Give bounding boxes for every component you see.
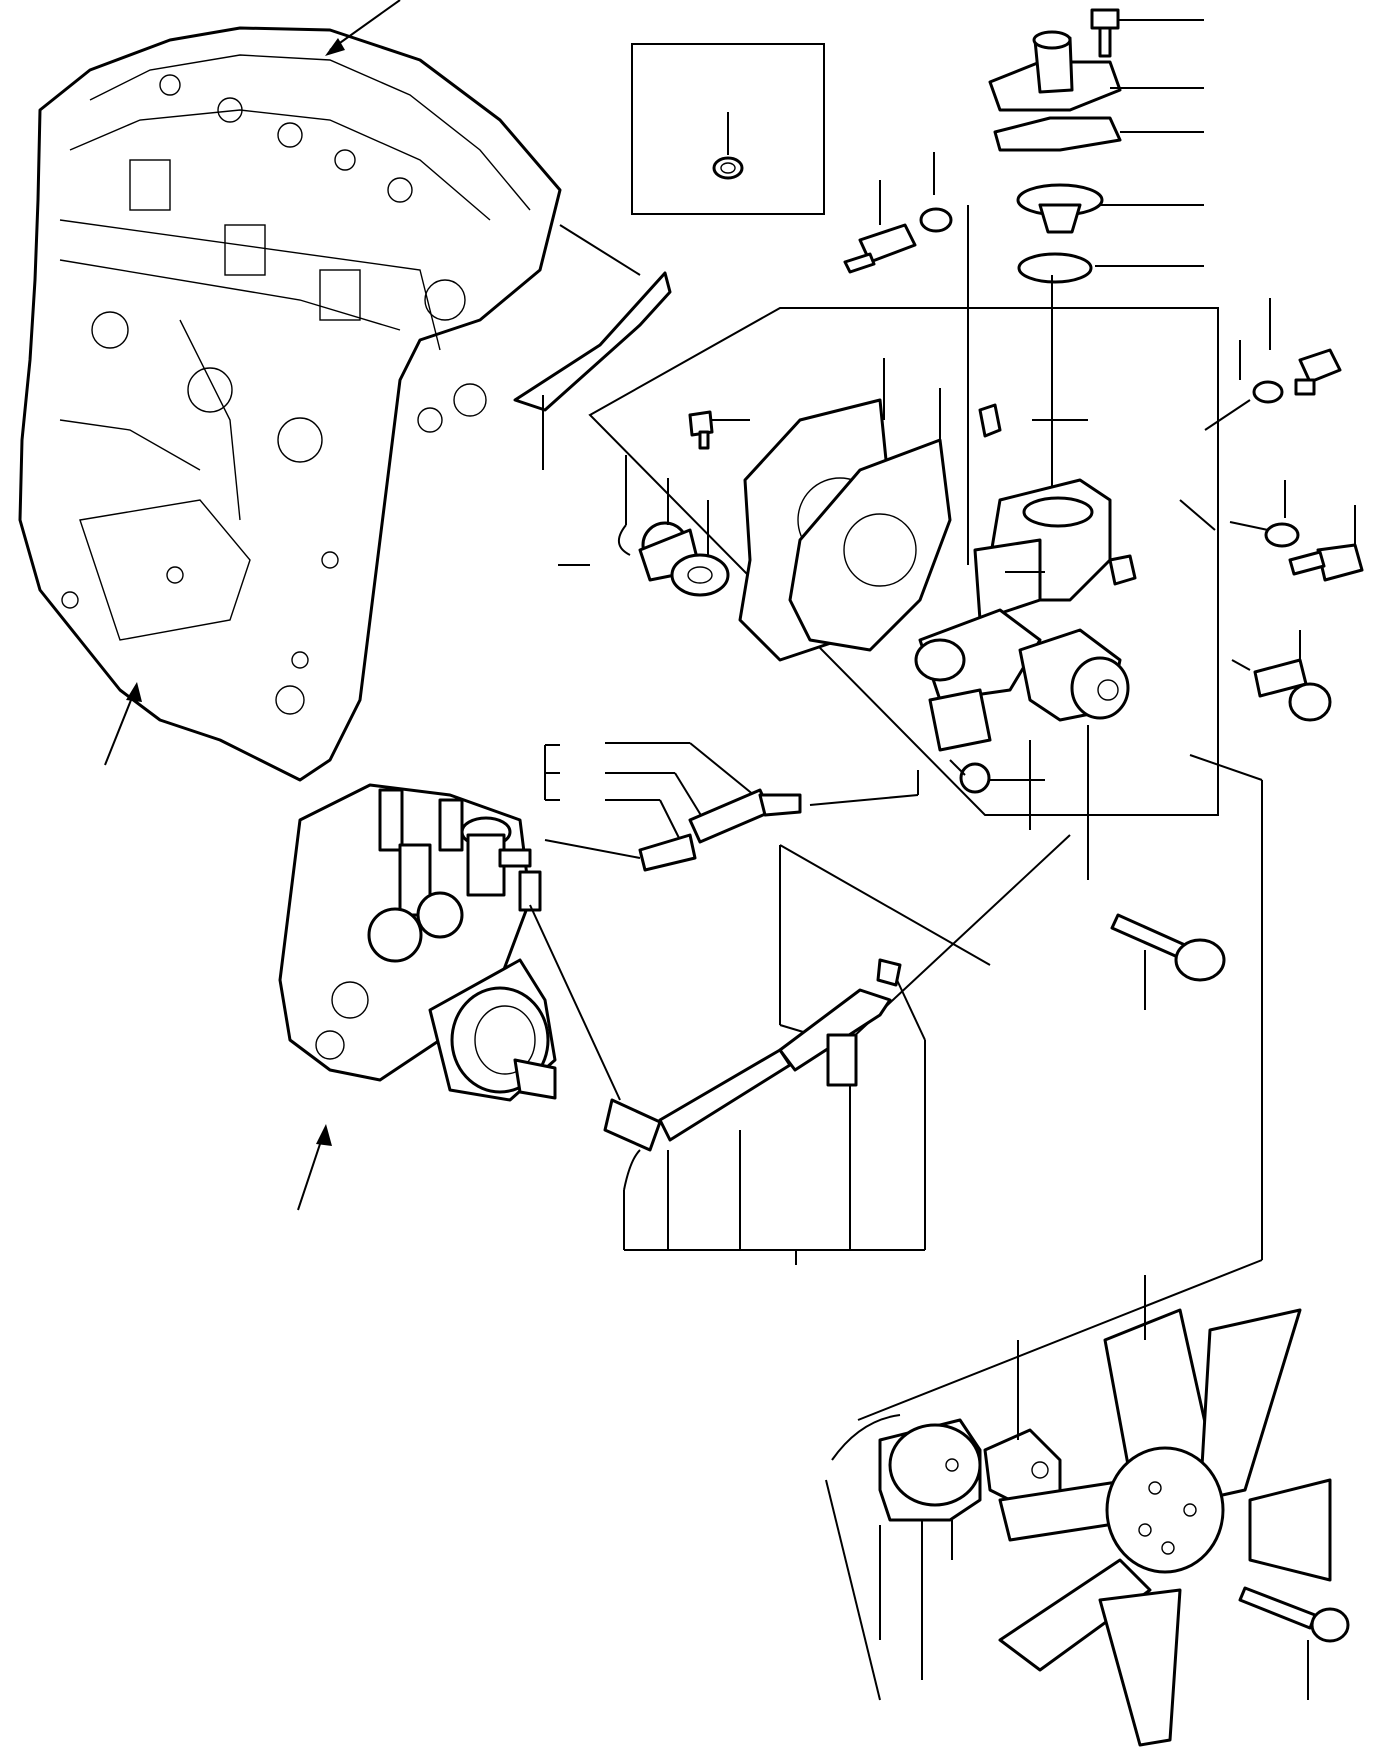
- injection-pump: [278, 783, 557, 1102]
- assembly-frame: [558, 205, 1219, 816]
- water-pump-gaskets: [618, 358, 952, 662]
- temperature-sensor: [843, 152, 953, 274]
- side-fasteners: [1204, 298, 1364, 722]
- long-bolt: [1029, 725, 1226, 1010]
- pointer-arrows-block: [104, 0, 401, 766]
- gasket-plate: [513, 224, 672, 470]
- callout-rake: [623, 1040, 926, 1265]
- fan-leader: [857, 754, 1263, 1421]
- inset-box: [631, 43, 825, 215]
- return-pipe: [529, 834, 1071, 1152]
- leak-off-hoses: [544, 742, 919, 872]
- thermostat-stack: [988, 8, 1204, 284]
- water-pump: [914, 403, 1216, 794]
- engine-block: [18, 26, 562, 782]
- pointer-arrow-pump: [297, 1124, 332, 1211]
- fan-assembly: [825, 1275, 1350, 1747]
